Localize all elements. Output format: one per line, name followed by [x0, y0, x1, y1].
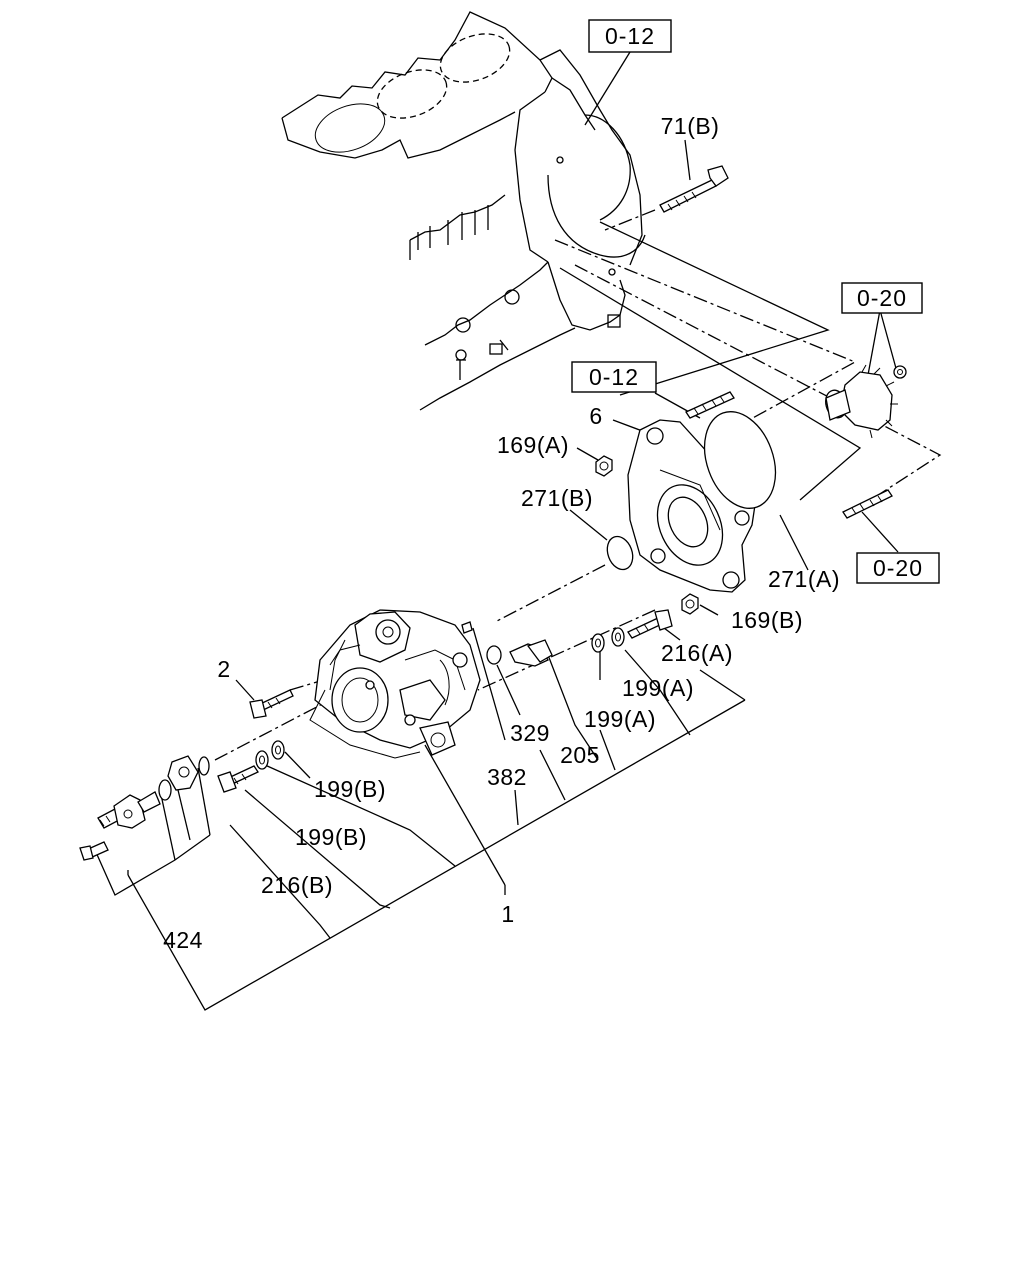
label-216a[interactable]: 216(A)	[661, 640, 733, 666]
label-382[interactable]: 382	[487, 764, 527, 790]
label-2[interactable]: 2	[217, 656, 230, 682]
ref-box-mid[interactable]	[571, 361, 657, 393]
engine-block	[281, 11, 646, 411]
label-199b-2[interactable]: 199(B)	[295, 824, 367, 850]
label-199a-2[interactable]: 199(A)	[584, 706, 656, 732]
label-271b[interactable]: 271(B)	[521, 485, 593, 511]
ref-box-right-mid[interactable]	[856, 552, 940, 584]
stud-bolt-parts	[685, 391, 893, 519]
bolt-71b-part	[659, 165, 729, 213]
label-1[interactable]: 1	[501, 901, 514, 927]
pump-flange-part	[627, 419, 756, 593]
ref-box-right-top[interactable]	[841, 282, 923, 314]
drive-gear-part	[825, 364, 907, 439]
ref-right-mid-label[interactable]: 0-20	[873, 555, 923, 581]
ref-top-label[interactable]: 0-12	[605, 23, 655, 49]
small-parts	[217, 455, 699, 793]
part-labels: 71(B) 6 169(A) 271(B) 271(A) 169(B) 216(…	[163, 113, 840, 953]
ref-mid-label[interactable]: 0-12	[589, 364, 639, 390]
label-199a-1[interactable]: 199(A)	[622, 675, 694, 701]
label-6[interactable]: 6	[589, 403, 602, 429]
suction-valve-part	[79, 755, 210, 861]
label-329[interactable]: 329	[510, 720, 550, 746]
label-169b[interactable]: 169(B)	[731, 607, 803, 633]
fuel-pump-part	[309, 609, 481, 759]
label-216b[interactable]: 216(B)	[261, 872, 333, 898]
leader-lines	[94, 51, 942, 1011]
label-169a[interactable]: 169(A)	[497, 432, 569, 458]
reference-boxes: 0-12 0-20 0-12 0-20	[571, 19, 940, 584]
label-199b-1[interactable]: 199(B)	[314, 776, 386, 802]
label-71b[interactable]: 71(B)	[661, 113, 720, 139]
label-205[interactable]: 205	[560, 742, 600, 768]
label-424[interactable]: 424	[163, 927, 203, 953]
label-271a[interactable]: 271(A)	[768, 566, 840, 592]
ref-right-top-label[interactable]: 0-20	[857, 285, 907, 311]
oring-271a-part	[703, 411, 777, 509]
ref-box-top[interactable]	[588, 19, 672, 53]
